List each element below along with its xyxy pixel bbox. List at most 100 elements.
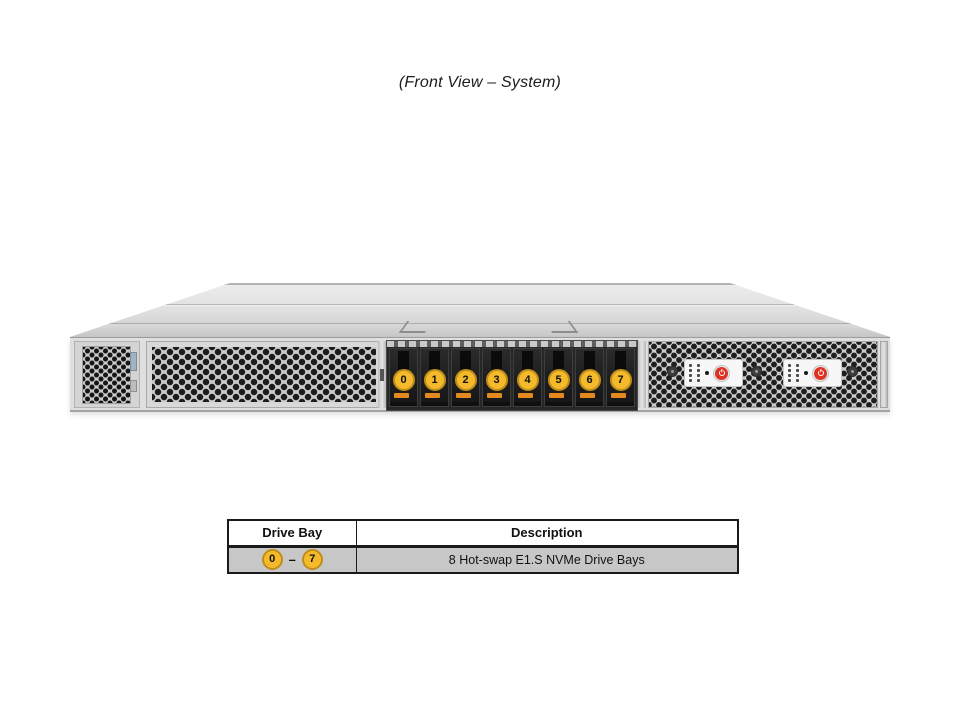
left-vent-grille — [152, 347, 376, 402]
table-row: 0 – 7 8 Hot-swap E1.S NVMe Drive Bays — [227, 544, 739, 574]
power-icon — [718, 370, 725, 376]
drive-bay-4: 4 — [513, 348, 542, 407]
drive-latch — [611, 393, 626, 398]
drive-bay-2: 2 — [451, 348, 480, 407]
status-led — [697, 373, 700, 377]
drive-bay-base — [483, 402, 510, 406]
status-led — [697, 363, 700, 367]
drive-bay-number-badge: 0 — [392, 369, 415, 391]
status-led — [796, 368, 799, 372]
status-led — [689, 373, 692, 377]
status-led — [796, 363, 799, 367]
drive-bay-base — [421, 402, 448, 406]
drive-bay-base — [390, 402, 417, 406]
drive-latch — [580, 393, 595, 398]
bay-top-vent-strip — [387, 341, 637, 347]
drive-handle-slot — [397, 351, 410, 373]
drive-handle-slot — [521, 351, 534, 373]
drive-bay-number-badge: 5 — [547, 369, 570, 391]
power-button-face — [715, 366, 728, 380]
drive-bay-3: 3 — [482, 348, 511, 407]
drive-bay-base — [607, 402, 634, 406]
status-led — [689, 368, 692, 372]
drive-bay-number-badge: 6 — [578, 369, 601, 391]
drive-bay-number-badge: 1 — [423, 369, 446, 391]
drive-bay-base — [452, 402, 479, 406]
power-icon — [817, 370, 824, 376]
bay-badge-start: 0 — [261, 549, 283, 571]
drive-handle-slot — [552, 351, 565, 373]
drive-latch — [549, 393, 564, 398]
status-led — [697, 368, 700, 372]
bay-range-cell: 0 – 7 — [227, 544, 357, 574]
status-led — [697, 378, 700, 382]
status-led — [689, 363, 692, 367]
server-front-view: 0 1 2 — [70, 283, 890, 415]
status-led — [788, 373, 791, 377]
drive-handle-slot — [428, 351, 441, 373]
table-header-row: Drive Bay Description — [227, 519, 739, 547]
top-cover-front-lip — [70, 323, 890, 337]
drive-latch — [425, 393, 440, 398]
chassis-divider-left — [378, 341, 386, 408]
right-mounting-edge — [880, 341, 888, 408]
top-cover-seam-highlight — [70, 305, 890, 306]
drive-bay-section: 0 1 2 — [386, 340, 638, 411]
status-led — [788, 363, 791, 367]
reset-dot-icon — [804, 371, 808, 375]
reset-dot-icon — [705, 371, 709, 375]
drive-bay-5: 5 — [544, 348, 573, 407]
control-panel-right — [783, 359, 842, 387]
bay-badge-end: 7 — [301, 549, 323, 571]
drive-handle-slot — [459, 351, 472, 373]
drive-bay-7: 7 — [606, 348, 635, 407]
drive-bay-base — [514, 402, 541, 406]
drive-latch — [456, 393, 471, 398]
header-drive-bay: Drive Bay — [227, 519, 357, 547]
drive-handle-slot — [583, 351, 596, 373]
drive-bay-number-badge: 7 — [609, 369, 632, 391]
chassis-screw-hole — [751, 366, 762, 377]
status-led — [788, 368, 791, 372]
drive-handle-slot — [490, 351, 503, 373]
range-dash: – — [288, 552, 296, 568]
header-description: Description — [355, 519, 739, 547]
chassis-screw-hole — [667, 366, 678, 377]
drive-bay-row: 0 1 2 — [389, 348, 635, 407]
chassis-front-face: 0 1 2 — [70, 337, 890, 412]
drive-bay-0: 0 — [389, 348, 418, 407]
drive-bay-number-badge: 4 — [516, 369, 539, 391]
drive-latch — [487, 393, 502, 398]
chassis-screw-hole — [847, 366, 858, 377]
bay-range: 0 – 7 — [230, 549, 355, 571]
drive-handle-slot — [614, 351, 627, 373]
power-button — [713, 364, 730, 382]
drive-bay-base — [576, 402, 603, 406]
power-button — [812, 364, 829, 382]
drive-latch — [394, 393, 409, 398]
status-led — [689, 378, 692, 382]
left-mounting-ear — [74, 341, 140, 408]
drive-bay-spec-table: Drive Bay Description 0 – 7 8 Hot-swap E… — [227, 519, 739, 574]
right-vent-panel — [648, 341, 878, 408]
control-panel-left — [684, 359, 743, 387]
power-button-face — [814, 366, 827, 380]
drive-latch — [518, 393, 533, 398]
drive-bay-base — [545, 402, 572, 406]
status-led — [788, 378, 791, 382]
chassis-top-cover — [70, 283, 890, 337]
figure-title: (Front View – System) — [398, 74, 562, 91]
description-cell: 8 Hot-swap E1.S NVMe Drive Bays — [355, 544, 739, 574]
left-ear-vent-grille — [82, 346, 131, 404]
status-led-grid-icon — [788, 363, 800, 383]
chassis-divider-right — [638, 341, 646, 408]
ear-tab — [130, 380, 137, 392]
top-cover-seam — [70, 304, 890, 305]
top-cover-back-edge — [70, 283, 890, 285]
divider-connector — [380, 369, 384, 381]
status-led — [796, 378, 799, 382]
rail-latch — [130, 352, 137, 371]
drive-bay-number-badge: 3 — [485, 369, 508, 391]
status-led — [796, 373, 799, 377]
